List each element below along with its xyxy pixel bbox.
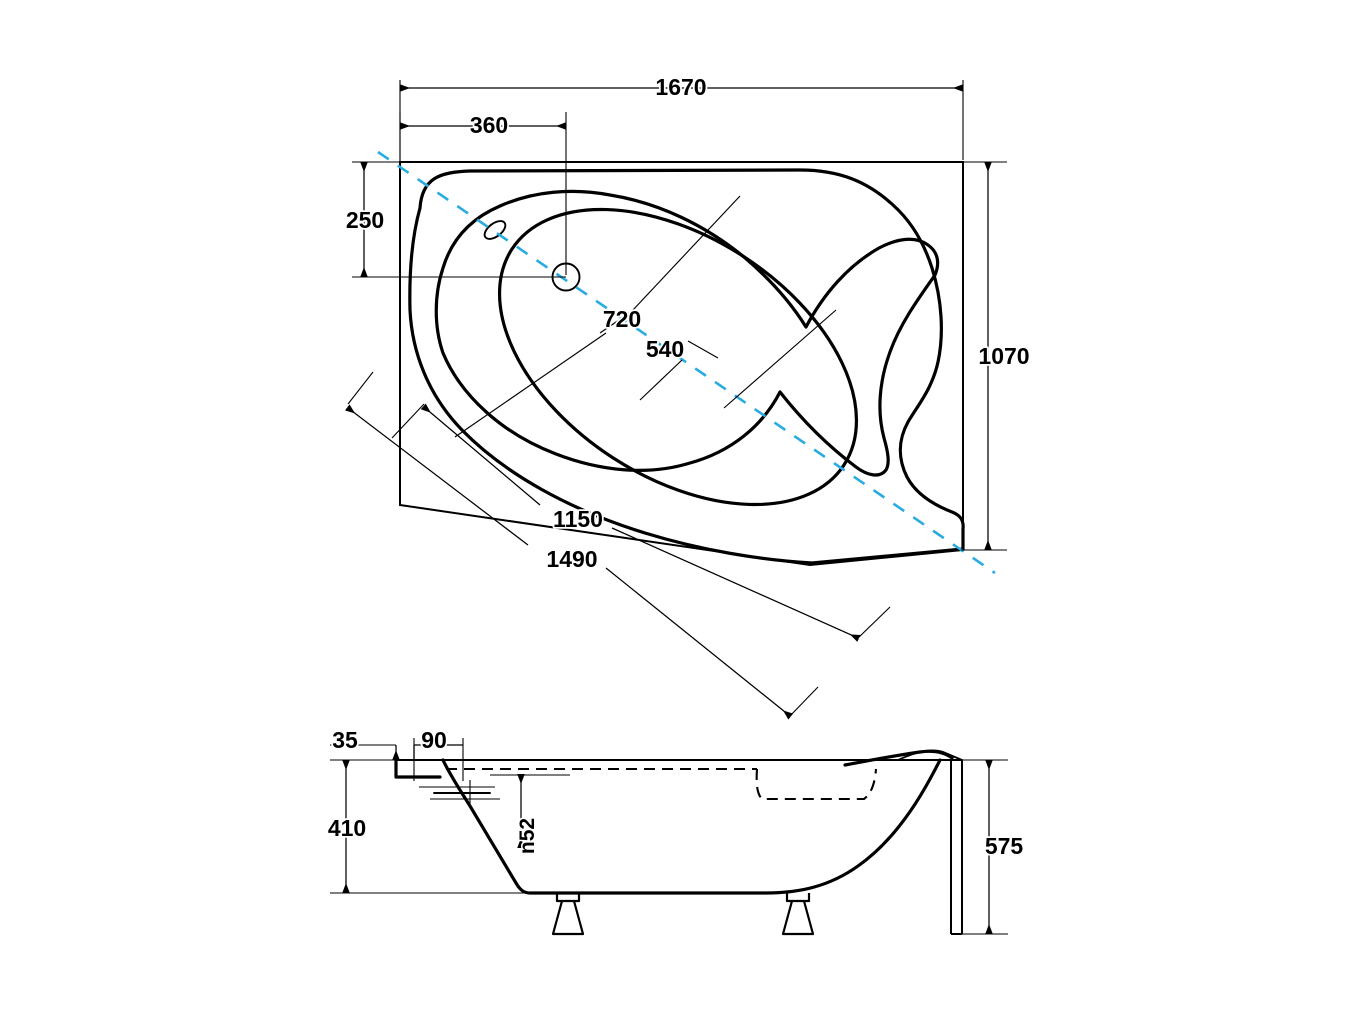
dimension-540: 540 [639, 309, 837, 409]
dim-label-35: 35 [332, 727, 358, 753]
dim-label-720: 720 [603, 306, 641, 332]
dim-label-410: 410 [328, 815, 366, 841]
dimension-1070: 1070 [961, 161, 1031, 551]
bath-outer-rim [408, 168, 965, 565]
dimension-250: 250 [344, 161, 566, 278]
dimension-1150: 1150 [391, 403, 891, 642]
dim-label-1490: 1490 [546, 546, 597, 572]
bath-inner-rim [434, 189, 940, 477]
bath-bowl-oval [497, 207, 859, 507]
dim-label-250: 250 [346, 207, 384, 233]
dim-label-1670: 1670 [655, 74, 706, 100]
elevation-hidden-headrest [755, 768, 878, 801]
dim-label-360: 360 [470, 112, 508, 138]
dim-label-540: 540 [646, 336, 684, 362]
dim-label-1070: 1070 [978, 343, 1029, 369]
elevation-right-nose [843, 749, 954, 767]
dim-label-1150: 1150 [553, 506, 603, 532]
dimension-720: 720 [454, 195, 741, 438]
dimension-360: 360 [399, 110, 567, 275]
dim-label-90: 90 [421, 727, 447, 753]
dimension-n52: n52 [490, 774, 570, 856]
elevation-view-group: 35 90 410 n52 575 [326, 725, 1025, 936]
dimension-90: 90 [413, 725, 464, 781]
elevation-left-rim-lip [394, 758, 442, 779]
elevation-leg-left [551, 893, 585, 936]
elevation-legs-group [551, 893, 815, 936]
plan-view-group: 1670 360 250 1070 720 [344, 72, 1031, 720]
dim-label-n52: n52 [516, 818, 539, 854]
dim-label-575: 575 [985, 833, 1024, 859]
dimension-35: 35 [330, 725, 415, 760]
plan-centerline [377, 150, 996, 575]
dimension-410: 410 [326, 759, 530, 894]
dimension-575: 575 [960, 759, 1025, 935]
dimension-1490: 1490 [344, 371, 819, 720]
elevation-right-panel [950, 760, 963, 935]
plan-outer-frame [399, 161, 964, 567]
elevation-leg-right [781, 893, 815, 936]
elevation-overflow-detail [419, 780, 500, 806]
